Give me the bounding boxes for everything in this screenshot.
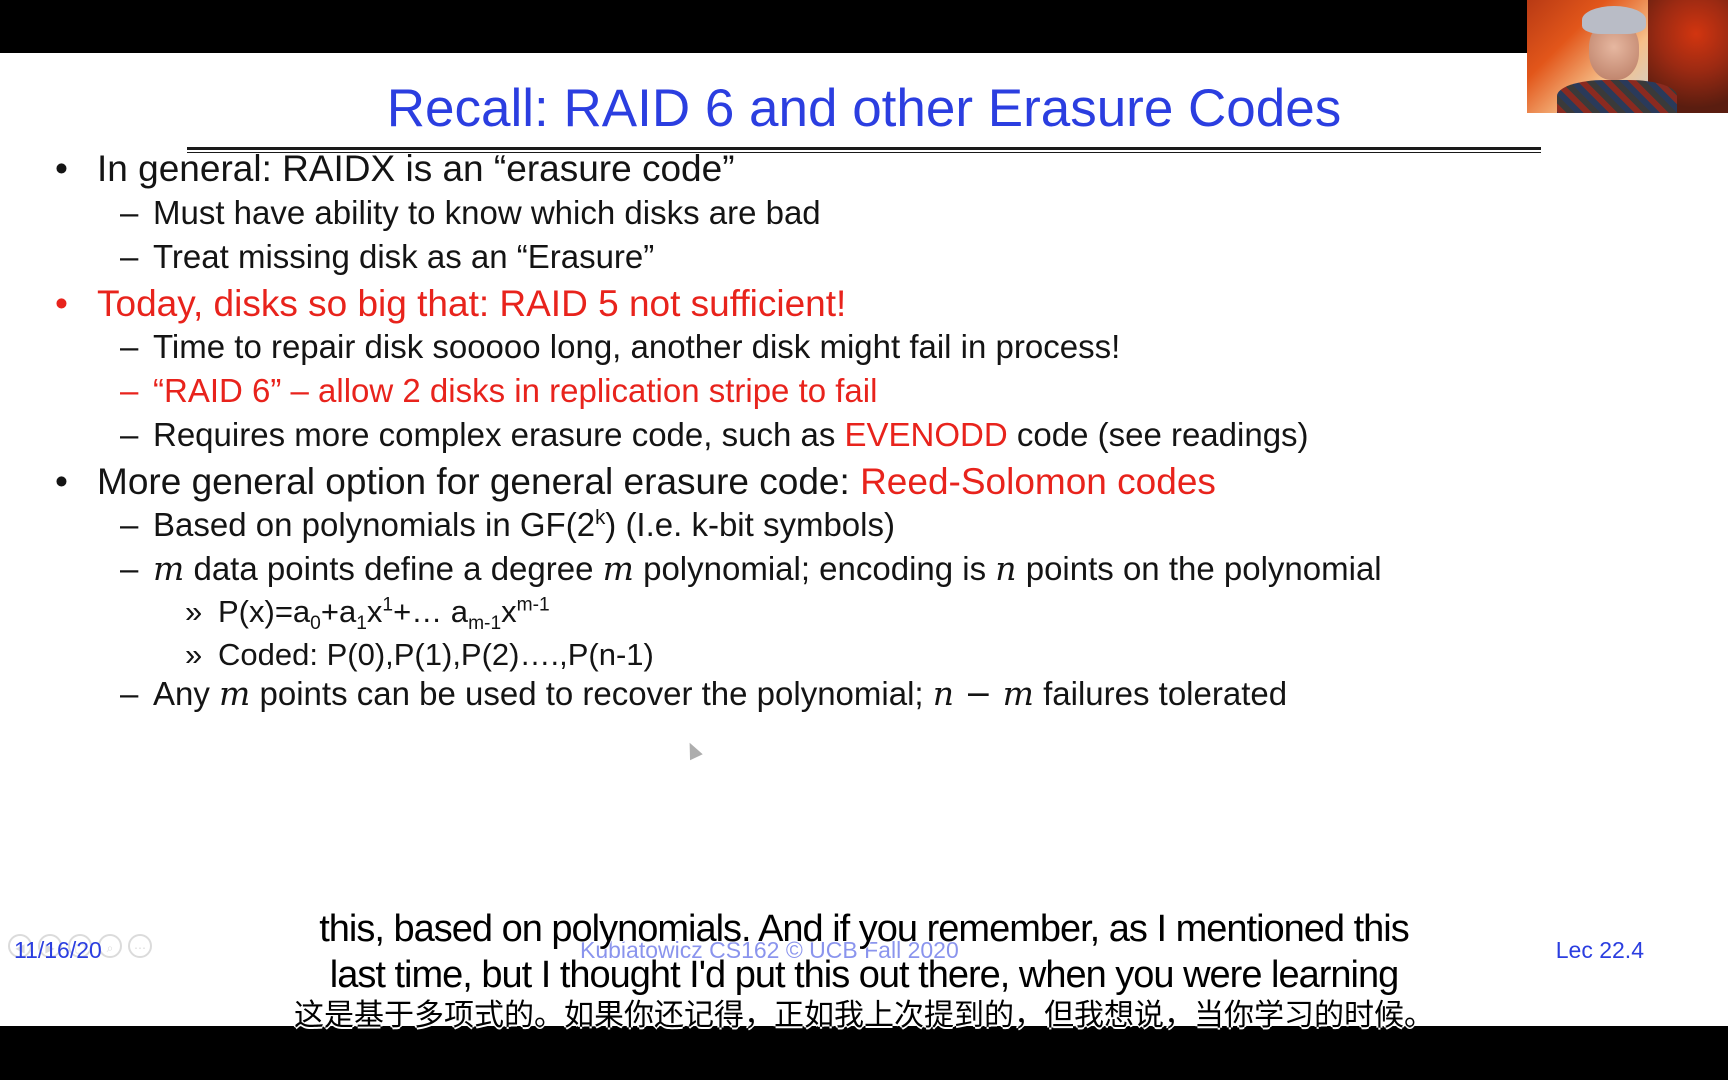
dash-marker: –: [120, 372, 139, 409]
sub-bullet-know-bad-disks: –Must have ability to know which disks a…: [120, 194, 821, 231]
dash-marker: –: [120, 194, 139, 231]
dash-marker: –: [120, 506, 139, 543]
sub-bullet-gf-polynomials: –Based on polynomials in GF(2k) (I.e. k-…: [120, 506, 895, 543]
more-icon[interactable]: ⋯: [128, 934, 152, 958]
sub-marker: »: [185, 594, 203, 629]
sub-bullet-failures-tolerated: –Any m points can be used to recover the…: [120, 674, 1288, 713]
subtitle-english-line-1: this, based on polynomials. And if you r…: [318, 907, 1410, 951]
sub-bullet-evenodd: –Requires more complex erasure code, suc…: [120, 416, 1309, 453]
bullet-marker: •: [55, 148, 68, 189]
webcam-video: [1527, 0, 1728, 113]
viewer-controls[interactable]: ◀ ▶ ▢ ⌕ ⋯: [8, 934, 152, 958]
subtitle-chinese-line: 这是基于多项式的。如果你还记得，正如我上次提到的，但我想说，当你学习的时候。: [294, 998, 1434, 1033]
slide-title: Recall: RAID 6 and other Erasure Codes: [386, 79, 1342, 138]
sub-bullet-degree-m: –m data points define a degree m polynom…: [120, 549, 1382, 588]
item-coded-points: »Coded: P(0),P(1),P(2)….,P(n-1): [185, 637, 654, 672]
item-polynomial-formula: »P(x)=a0+a1x1+… am-1xm-1: [185, 594, 550, 635]
bullet-reed-solomon: •More general option for general erasure…: [55, 461, 1216, 502]
slide: Recall: RAID 6 and other Erasure Codes •…: [0, 53, 1728, 1026]
reed-solomon-highlight: Reed-Solomon codes: [860, 461, 1216, 502]
footer-course: Kubiatowicz CS162 © UCB Fall 2020: [580, 937, 959, 963]
mouse-cursor-icon: [683, 739, 703, 761]
bullet-raid5-insufficient: •Today, disks so big that: RAID 5 not su…: [55, 283, 847, 324]
sub-bullet-repair-time: –Time to repair disk sooooo long, anothe…: [120, 328, 1121, 365]
footer-lecture-number: Lec 22.4: [1555, 937, 1644, 963]
sub-bullet-raid6: –“RAID 6” – allow 2 disks in replication…: [120, 372, 878, 409]
title-divider-thin: [187, 152, 1541, 153]
dash-marker: –: [120, 416, 139, 453]
bullet-marker: •: [55, 283, 68, 324]
dash-marker: –: [120, 238, 139, 275]
subtitles: this, based on polynomials. And if you r…: [0, 906, 1728, 1034]
prev-icon[interactable]: ◀: [8, 934, 32, 958]
dash-marker: –: [120, 328, 139, 365]
dash-marker: –: [120, 675, 139, 712]
next-icon[interactable]: ▶: [38, 934, 62, 958]
bullet-marker: •: [55, 461, 68, 502]
bullet-erasure-code: •In general: RAIDX is an “erasure code”: [55, 148, 735, 189]
dash-marker: –: [120, 550, 139, 587]
sub-bullet-treat-erasure: –Treat missing disk as an “Erasure”: [120, 238, 655, 275]
page-icon[interactable]: ▢: [68, 934, 92, 958]
zoom-icon[interactable]: ⌕: [98, 934, 122, 958]
evenodd-highlight: EVENODD: [844, 416, 1008, 453]
sub-marker: »: [185, 637, 203, 672]
title-divider: [187, 147, 1541, 150]
footer-date: 11/16/20: [14, 937, 102, 963]
subtitle-english-line-2: last time, but I thought I'd put this ou…: [329, 953, 1400, 997]
